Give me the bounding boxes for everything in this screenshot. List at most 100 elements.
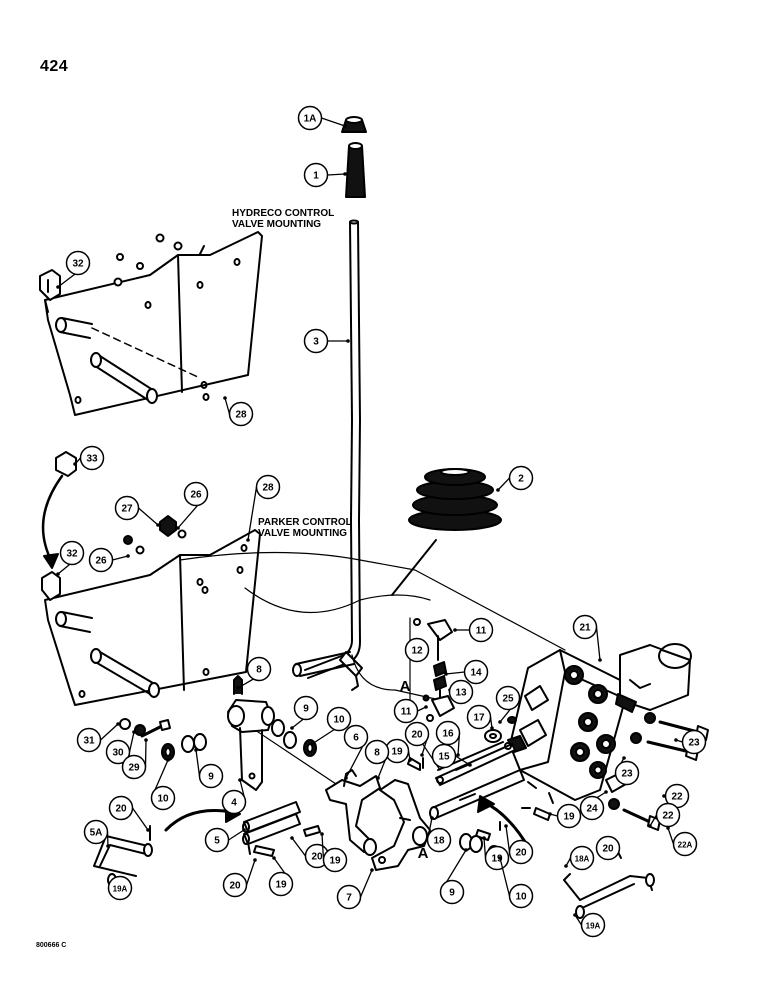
callout-balloon <box>303 162 329 188</box>
callout-number: 20 <box>602 844 614 855</box>
crank-arm-drawing <box>371 779 431 871</box>
callout-number: 19 <box>275 880 287 891</box>
callout-balloon <box>293 695 319 721</box>
callout-number: 20 <box>311 852 323 863</box>
section-marks-layer: AA <box>400 678 429 862</box>
callout-balloon <box>614 760 640 786</box>
callout-balloon <box>343 724 369 750</box>
hydreco-caption-line1: HYDRECO CONTROL <box>232 208 335 219</box>
callout-balloon <box>431 743 457 769</box>
callout-number: 17 <box>473 713 485 724</box>
callout-arrow-tip <box>346 339 350 343</box>
callout-number: 7 <box>346 893 352 904</box>
callout-arrow-tip <box>490 726 494 730</box>
callout-arrow-tip <box>496 488 500 492</box>
callout-number: 2 <box>518 474 524 485</box>
link-bar-left-drawing <box>242 801 301 845</box>
callout-arrow-tip <box>56 285 60 289</box>
lever-arm-drawing <box>325 769 381 856</box>
callout-leader-line <box>245 859 256 886</box>
callout-number: 11 <box>401 707 412 718</box>
callout-leader-line <box>455 755 471 766</box>
callout-balloon <box>393 698 419 724</box>
callout-balloon <box>79 445 105 471</box>
callout-arrow-tip <box>456 753 460 757</box>
callout-leader-line <box>144 739 147 768</box>
callout-arrow-tip <box>253 858 257 862</box>
callout-number: 28 <box>235 410 247 421</box>
callout-leader-line <box>327 173 346 176</box>
callout-balloon <box>326 706 352 732</box>
callout-number: 33 <box>86 454 98 465</box>
callout-arrow-tip <box>144 738 148 742</box>
callout-arrow-tip <box>246 538 250 542</box>
callout-arrow-tip <box>370 868 374 872</box>
callout-leader-line <box>247 486 258 541</box>
callout-leader-line <box>499 857 511 897</box>
page-number: 424 <box>40 58 69 75</box>
control-valve-body-drawing <box>507 643 692 801</box>
callout-number: 32 <box>72 259 84 270</box>
callout-leader-line <box>291 837 307 857</box>
callout-number: 18A <box>575 855 590 864</box>
callout-leader-line <box>128 731 135 753</box>
callout-arrow-tip <box>290 726 294 730</box>
callout-arrow-tip <box>320 832 324 836</box>
callout-number: 5A <box>90 828 103 839</box>
callout-arrow-tip <box>194 748 198 752</box>
callout-balloon <box>556 803 582 829</box>
callout-arrow-tip <box>598 658 602 662</box>
callout-arrow-tip <box>116 722 120 726</box>
callout-arrow-tip <box>453 628 457 632</box>
callout-number: 25 <box>502 694 514 705</box>
callout-arrow-tip <box>648 824 652 828</box>
alignment-lines <box>179 551 566 801</box>
callout-number: 31 <box>83 736 95 747</box>
callout-balloon <box>221 789 247 815</box>
parker-caption-line2: VALVE MOUNTING <box>258 528 348 539</box>
callout-balloon <box>508 839 534 865</box>
callout-balloon <box>579 795 605 821</box>
callout-balloon <box>466 704 492 730</box>
callout-arrow-tip <box>548 812 552 816</box>
callout-balloon <box>672 831 698 857</box>
callout-balloon <box>108 795 134 821</box>
callout-leader-line <box>321 833 325 861</box>
callout-arrow-tip <box>564 864 568 868</box>
callout-arrow-tip <box>146 828 150 832</box>
callout-number: 19 <box>391 747 403 758</box>
bellcrank-drawing <box>429 769 525 820</box>
u-bracket-right-drawing <box>563 873 655 919</box>
callout-arrow-tip <box>430 816 434 820</box>
callout-number: 19 <box>329 856 341 867</box>
hydreco-caption-line2: VALVE MOUNTING <box>232 219 322 230</box>
callout-leader-line <box>100 723 119 741</box>
callout-number: 22 <box>662 811 674 822</box>
callout-arrow-tip <box>310 742 314 746</box>
callout-number: 24 <box>586 804 598 815</box>
callout-leader-line <box>574 914 583 926</box>
callout-number: 4 <box>231 798 237 809</box>
callout-arrow-tip <box>482 836 486 840</box>
callout-balloon <box>83 819 109 845</box>
callout-balloon <box>105 739 131 765</box>
callout-balloon <box>107 875 133 901</box>
callout-arrow-tip <box>604 790 608 794</box>
section-mark-label: A <box>418 845 429 862</box>
callout-arrow-tip <box>126 554 130 558</box>
callout-balloon <box>59 540 85 566</box>
callout-balloon <box>569 845 595 871</box>
callout-leader-line <box>649 814 658 827</box>
callout-arrow-tip <box>376 776 380 780</box>
callout-balloon <box>255 474 281 500</box>
callout-balloon <box>183 481 209 507</box>
callout-leader-line <box>497 477 510 491</box>
callout-leader-line <box>321 117 346 127</box>
callout-number: 10 <box>515 892 527 903</box>
parker-mounting-caption: PARKER CONTROL VALVE MOUNTING <box>258 517 352 539</box>
clevis-pins-drawing <box>253 757 551 857</box>
callout-balloon <box>681 729 707 755</box>
callout-number: 27 <box>121 504 133 515</box>
